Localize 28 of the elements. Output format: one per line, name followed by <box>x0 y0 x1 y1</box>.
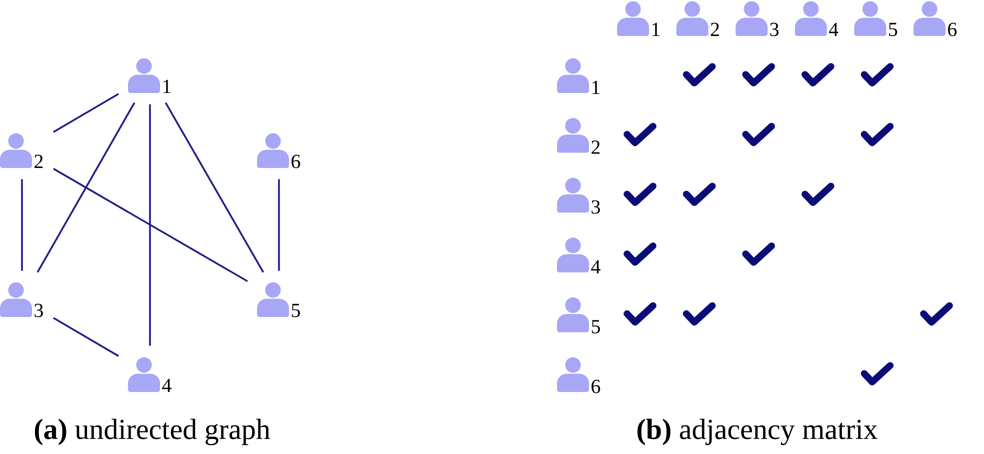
subfigure-caption: (a) undirected graph <box>34 418 270 446</box>
column-number: 6 <box>948 22 957 36</box>
connector-line <box>278 179 280 271</box>
row-number: 3 <box>592 200 600 214</box>
node-number: 3 <box>34 304 43 318</box>
node-number: 1 <box>163 80 170 93</box>
node-number: 5 <box>292 304 300 318</box>
connector-line <box>52 317 119 357</box>
column-number: 5 <box>889 22 898 36</box>
row-number: 6 <box>592 380 600 394</box>
column-number: 4 <box>829 22 838 36</box>
row-number: 1 <box>592 80 600 94</box>
column-number: 3 <box>770 22 779 36</box>
node-number: 6 <box>292 154 300 168</box>
row-number: 5 <box>592 320 600 334</box>
node-number: 4 <box>162 378 172 392</box>
connector-line <box>21 179 23 271</box>
row-number: 4 <box>591 260 600 274</box>
connector-line <box>36 102 136 273</box>
row-number: 2 <box>592 140 600 154</box>
column-number: 1 <box>652 22 660 36</box>
subfigure-caption: (b) adjacency matrix <box>638 418 878 446</box>
connector-line <box>149 104 151 346</box>
node-number: 2 <box>34 154 43 168</box>
connector-line <box>52 168 248 282</box>
column-number: 2 <box>710 22 719 36</box>
connector-line <box>52 93 119 133</box>
connector-line <box>164 102 264 273</box>
